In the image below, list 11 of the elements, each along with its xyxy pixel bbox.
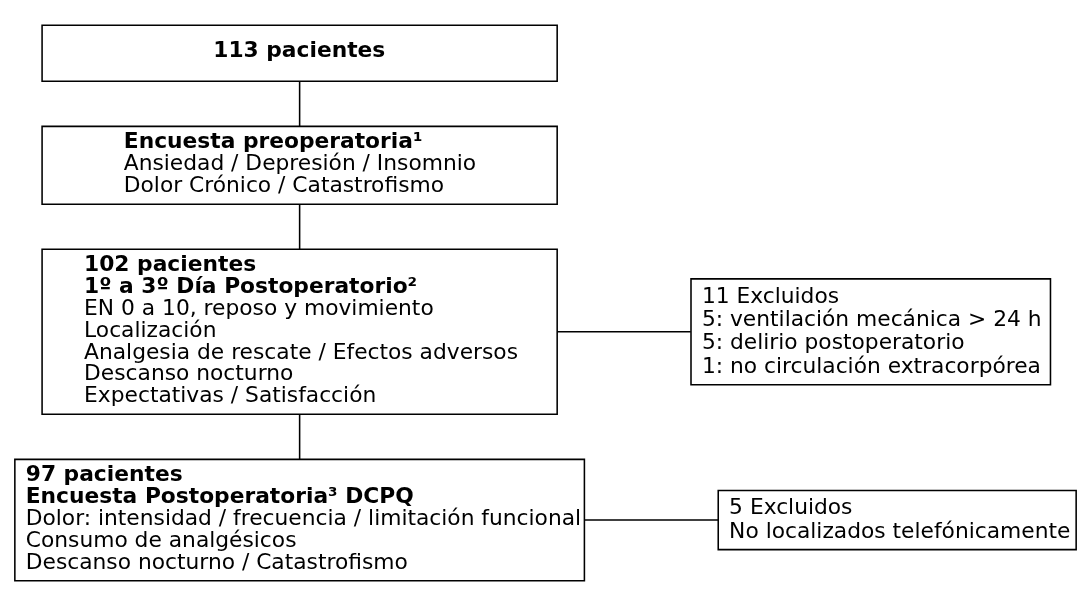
connector [556, 330, 692, 333]
node-box: Encuesta preoperatoria¹ Ansiedad / Depresión / Insomnio Dolor Crónico / Catastrofismo [41, 125, 558, 205]
node-box: 11 Excluidos 5: ventilación mecánica > 24 h 5: delirio postoperatorio 1: no circulación extracorpórea [690, 277, 1052, 385]
connector [298, 80, 301, 127]
node-box: 113 pacientes [41, 23, 558, 82]
connector [298, 413, 301, 460]
connector [583, 518, 719, 521]
node-box: 102 pacientes 1º a 3º Día Postoperatorio² EN 0 a 10, reposo y movimiento Localización Analgesia de rescate / Efectos adversos Descanso nocturno Expectativas / Satisfacción [41, 248, 558, 415]
connector [298, 203, 301, 250]
node-box: 97 pacientes Encuesta Postoperatoria³ DCPQ Dolor: intensidad / frecuencia / limitación funcional Consumo de analgésicos Descanso nocturno / Catastrofismo [14, 458, 586, 582]
node-box: 5 Excluidos No localizados telefónicamente [717, 489, 1077, 550]
